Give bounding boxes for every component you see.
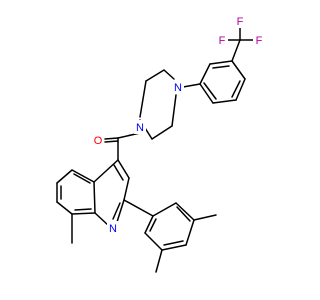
bond	[231, 80, 241, 98]
bond	[185, 219, 195, 246]
bond	[203, 82, 217, 100]
nitrogen-atom-quinoline: N	[107, 221, 119, 235]
bond	[152, 202, 177, 217]
bond	[199, 83, 214, 104]
bond	[112, 202, 121, 220]
bond	[176, 206, 191, 222]
fluorine-atom-right: F	[253, 33, 265, 47]
bond	[113, 164, 124, 181]
svg-text:N: N	[109, 223, 117, 235]
bond	[123, 199, 154, 217]
bond-lines	[56, 27, 254, 273]
bond	[193, 214, 217, 221]
bond	[149, 218, 157, 232]
bond	[93, 181, 96, 214]
molecule-diagram: O N N N F F F	[56, 14, 265, 273]
bond	[151, 125, 173, 140]
bond	[94, 212, 110, 227]
structure-svg: O N N N F F F	[56, 14, 265, 273]
svg-text:F: F	[219, 35, 226, 47]
nitrogen-atom-piperazine-4: N	[172, 80, 184, 94]
bond	[71, 169, 95, 183]
bond	[56, 169, 73, 184]
bond	[212, 99, 237, 104]
bond	[163, 69, 175, 80]
oxygen-atom: O	[92, 133, 104, 147]
bond	[182, 83, 201, 88]
bond	[123, 177, 130, 201]
svg-text:N: N	[136, 122, 144, 134]
bond	[117, 159, 130, 179]
bond	[116, 199, 125, 223]
bond	[145, 69, 165, 82]
bond	[212, 65, 230, 69]
svg-text:F: F	[256, 35, 263, 47]
svg-text:N: N	[174, 82, 182, 94]
bond	[104, 140, 119, 143]
atom-labels: O N N N F F F	[92, 14, 265, 235]
bond	[231, 39, 241, 62]
bond	[144, 215, 154, 234]
bond	[139, 80, 147, 118]
bond	[144, 232, 163, 251]
nitrogen-atom-piperazine-1: N	[134, 120, 146, 134]
bond	[199, 63, 211, 85]
bond	[93, 159, 119, 183]
bond	[231, 60, 246, 80]
bond	[171, 94, 177, 127]
bond	[74, 208, 92, 211]
bond	[235, 78, 246, 101]
svg-text:O: O	[94, 135, 103, 147]
bond	[73, 173, 91, 184]
bond	[104, 137, 119, 140]
bond	[71, 212, 96, 215]
fluorine-atom-left: F	[216, 33, 228, 47]
bond	[56, 201, 73, 215]
svg-text:F: F	[237, 16, 244, 28]
bond	[161, 244, 187, 251]
bond	[163, 240, 184, 246]
fluorine-atom-top: F	[234, 14, 246, 28]
bond	[175, 202, 195, 221]
bond	[209, 60, 233, 65]
bond	[155, 249, 163, 273]
